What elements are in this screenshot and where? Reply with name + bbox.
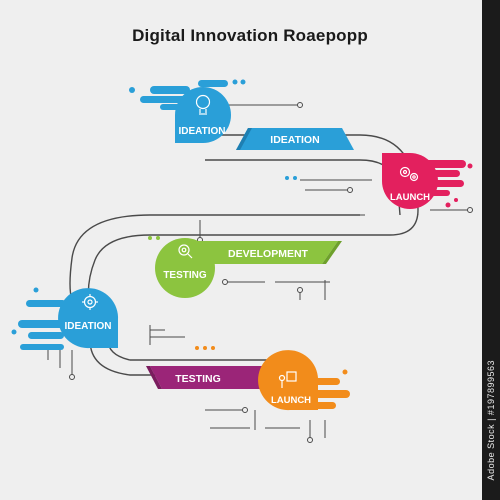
step5-circle bbox=[258, 350, 319, 411]
step4-dot bbox=[195, 346, 199, 350]
step4-group: IDEATION bbox=[11, 287, 215, 350]
step3-dot bbox=[156, 236, 160, 240]
step3-group: DEVELOPMENT TESTING bbox=[148, 236, 342, 298]
step1-circle bbox=[175, 87, 231, 143]
page-title: Digital Innovation Roaepopp bbox=[132, 26, 368, 45]
stock-id-text: Adobe Stock | #197899563 bbox=[486, 359, 496, 480]
step2-circle-label: LAUNCH bbox=[390, 192, 430, 203]
step1-banner bbox=[236, 128, 354, 150]
step3-banner-label: DEVELOPMENT bbox=[228, 248, 309, 260]
step4-dot bbox=[211, 346, 215, 350]
step5-group: TESTING LAUNCH bbox=[146, 350, 350, 411]
step2-circle bbox=[382, 153, 438, 209]
step2-dot bbox=[293, 176, 297, 180]
step3-banner-tip bbox=[322, 241, 342, 264]
step4-dot bbox=[203, 346, 207, 350]
gear-icon bbox=[82, 294, 98, 310]
step1-group: IDEATION IDEATION bbox=[129, 79, 354, 150]
step3-circle-label: TESTING bbox=[163, 270, 207, 281]
step3-dot bbox=[148, 236, 152, 240]
stock-sidebar: Adobe Stock | #197899563 bbox=[482, 0, 500, 500]
step4-splash bbox=[11, 287, 66, 350]
step3-circle bbox=[155, 238, 215, 298]
step1-splash bbox=[129, 79, 246, 110]
step2-dot bbox=[285, 176, 289, 180]
step5-banner-tip bbox=[146, 366, 162, 389]
step1-circle-label: IDEATION bbox=[178, 126, 225, 137]
step3-banner bbox=[180, 241, 338, 264]
step5-banner bbox=[150, 366, 280, 389]
lightbulb-icon bbox=[195, 94, 211, 115]
step4-circle-label: IDEATION bbox=[64, 321, 111, 332]
step4-circle bbox=[58, 288, 119, 349]
step1-banner-tip bbox=[236, 128, 252, 150]
step2-group: LAUNCH bbox=[285, 153, 473, 209]
step5-circle-label: LAUNCH bbox=[271, 395, 311, 406]
gears-icon bbox=[399, 166, 419, 182]
step5-banner-label: TESTING bbox=[175, 373, 221, 385]
person-board-icon bbox=[278, 371, 297, 388]
step1-banner-label: IDEATION bbox=[270, 134, 319, 146]
connector-lines bbox=[47, 102, 473, 443]
gear-search-icon bbox=[178, 244, 193, 259]
